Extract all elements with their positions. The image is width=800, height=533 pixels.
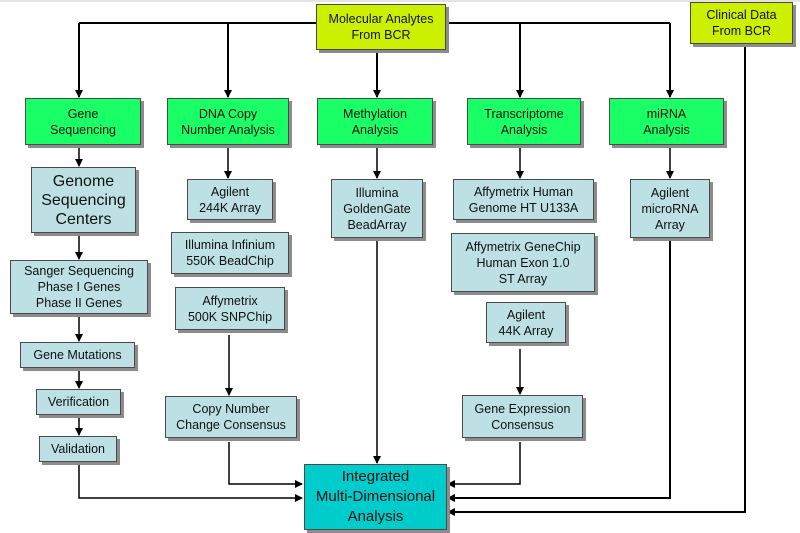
arrow-expr-consensus-to-integration [447, 442, 521, 488]
agilent-microrna-box: Agilent microRNA Array [630, 179, 710, 238]
clinical-data-box: Clinical Data From BCR [690, 2, 793, 44]
gene-mutations-box: Gene Mutations [20, 342, 135, 368]
molecular-analytes-box: Molecular Analytes From BCR [316, 4, 446, 50]
arrow-validation-to-integration [78, 462, 303, 502]
validation-box: Validation [39, 436, 117, 462]
illumina-infinium-box: Illumina Infinium 550K BeadChip [171, 232, 289, 274]
copy-number-consensus-box: Copy Number Change Consensus [165, 396, 297, 438]
mirna-box: miRNA Analysis [609, 98, 724, 145]
affymetrix-exon-box: Affymetrix GeneChip Human Exon 1.0 ST Ar… [451, 233, 595, 292]
integrated-analysis-box: Integrated Multi-Dimensional Analysis [304, 464, 447, 530]
arrow-clinical-to-integration [447, 44, 746, 516]
affymetrix-500k-box: Affymetrix 500K SNPChip [175, 287, 285, 330]
gene-expression-consensus-box: Gene Expression Consensus [462, 395, 583, 438]
arrow-copy-consensus-to-integration [228, 442, 303, 488]
illumina-goldengate-box: Illumina GoldenGate BeadArray [331, 179, 423, 238]
gene-sequencing-box: Gene Sequencing [25, 98, 141, 145]
agilent-44k-box: Agilent 44K Array [486, 302, 566, 343]
sanger-sequencing-box: Sanger Sequencing Phase I Genes Phase II… [10, 260, 148, 314]
transcriptome-box: Transcriptome Analysis [467, 98, 581, 145]
genome-sequencing-centers-box: Genome Sequencing Centers [31, 167, 136, 233]
verification-box: Verification [36, 389, 121, 415]
affymetrix-u133a-box: Affymetrix Human Genome HT U133A [453, 179, 594, 220]
agilent-244k-box: Agilent 244K Array [187, 179, 273, 220]
methylation-box: Methylation Analysis [317, 98, 433, 145]
arrow-mirna-to-integration [447, 238, 671, 502]
dna-copy-number-box: DNA Copy Number Analysis [167, 98, 289, 145]
